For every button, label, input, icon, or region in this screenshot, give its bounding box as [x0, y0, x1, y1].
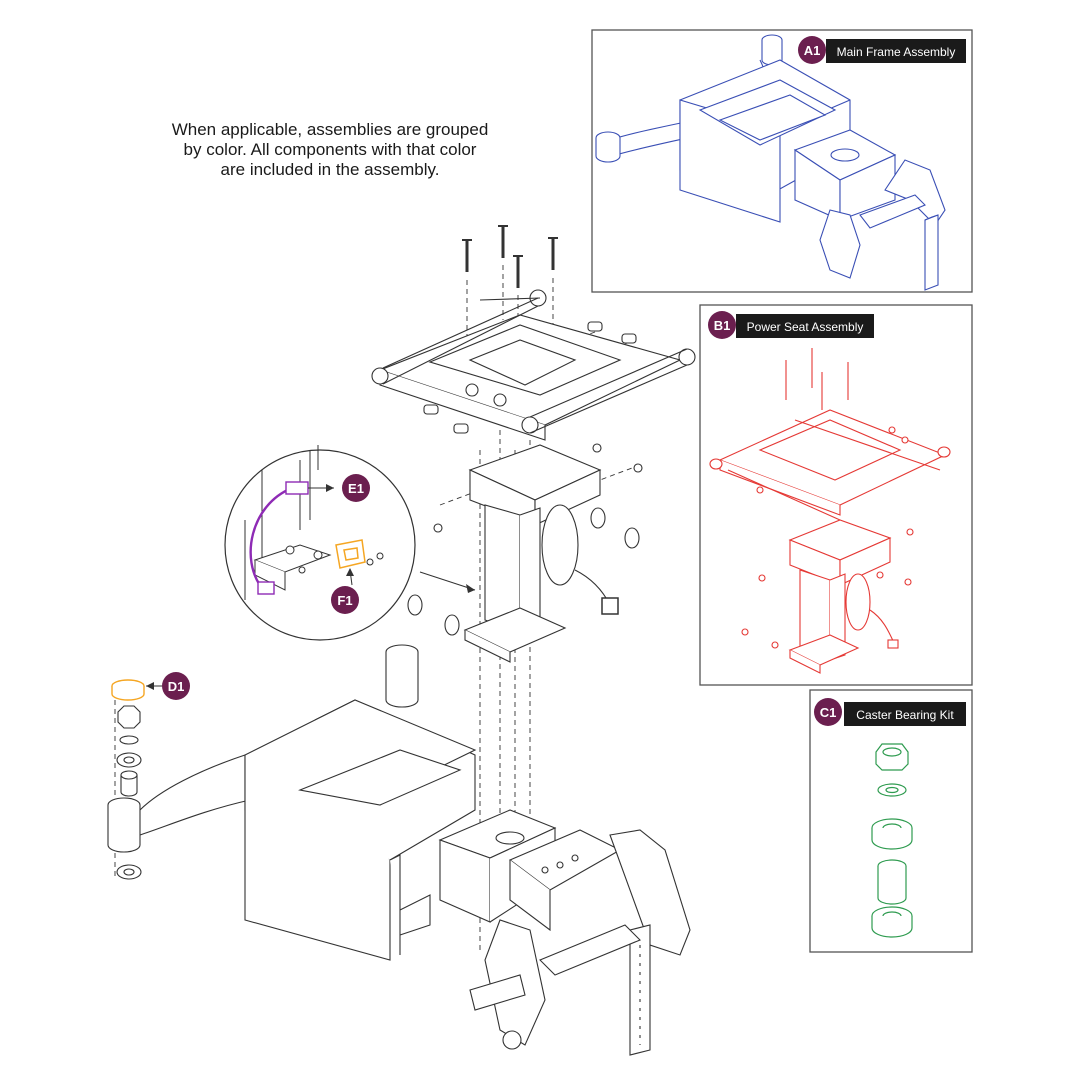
seat-frame	[371, 289, 696, 441]
label-main-frame-assembly: Main Frame Assembly	[837, 45, 956, 59]
bracket-f1	[335, 539, 366, 569]
callout-e1: E1	[308, 474, 370, 502]
harness-detail-inset	[224, 445, 476, 641]
base-frame	[139, 644, 477, 961]
inset-leader-arrow	[466, 584, 475, 593]
badge-f1-code: F1	[337, 593, 352, 608]
inset-leader-line	[419, 571, 476, 591]
label-bg-a1	[826, 39, 966, 63]
instruction-note-line-2: by color. All components with that color	[183, 140, 477, 159]
badge-c1-code: C1	[820, 705, 837, 720]
panel-power-seat-assembly: B1 Power Seat Assembly	[699, 304, 973, 686]
main-exploded-view	[107, 225, 696, 1056]
label-power-seat-assembly: Power Seat Assembly	[747, 320, 864, 334]
power-seat-drawing	[709, 348, 951, 674]
front-mount-block	[438, 809, 622, 932]
side-bolts	[423, 321, 637, 434]
instruction-note-line-3: are included in the assembly.	[220, 160, 440, 179]
instruction-note: When applicable, assemblies are grouped …	[120, 120, 540, 180]
label-bg-c1	[844, 702, 966, 726]
badge-e1-code: E1	[348, 481, 364, 496]
badge-c1	[814, 698, 842, 726]
caster-bearing-drawing	[871, 743, 913, 938]
instruction-note-line-1: When applicable, assemblies are grouped	[171, 120, 489, 139]
main-frame-drawing	[595, 34, 946, 291]
top-screws	[462, 225, 558, 288]
label-bg-b1	[736, 314, 874, 338]
panel-caster-bearing-kit: C1 Caster Bearing Kit	[809, 689, 973, 953]
callout-f1: F1	[331, 568, 359, 614]
badge-b1-code: B1	[714, 318, 731, 333]
base-legs	[469, 829, 691, 1056]
callout-d1: D1	[146, 672, 190, 700]
caster-parts-stack	[107, 705, 142, 880]
caster-cap-d1	[111, 679, 145, 701]
badge-a1-code: A1	[804, 43, 821, 58]
label-caster-bearing-kit: Caster Bearing Kit	[856, 708, 954, 722]
badge-a1	[798, 36, 826, 64]
badge-d1-code: D1	[168, 679, 185, 694]
panel-main-frame-assembly: A1 Main Frame Assembly	[591, 29, 973, 293]
seat-actuator	[407, 443, 643, 663]
badge-b1	[708, 311, 736, 339]
